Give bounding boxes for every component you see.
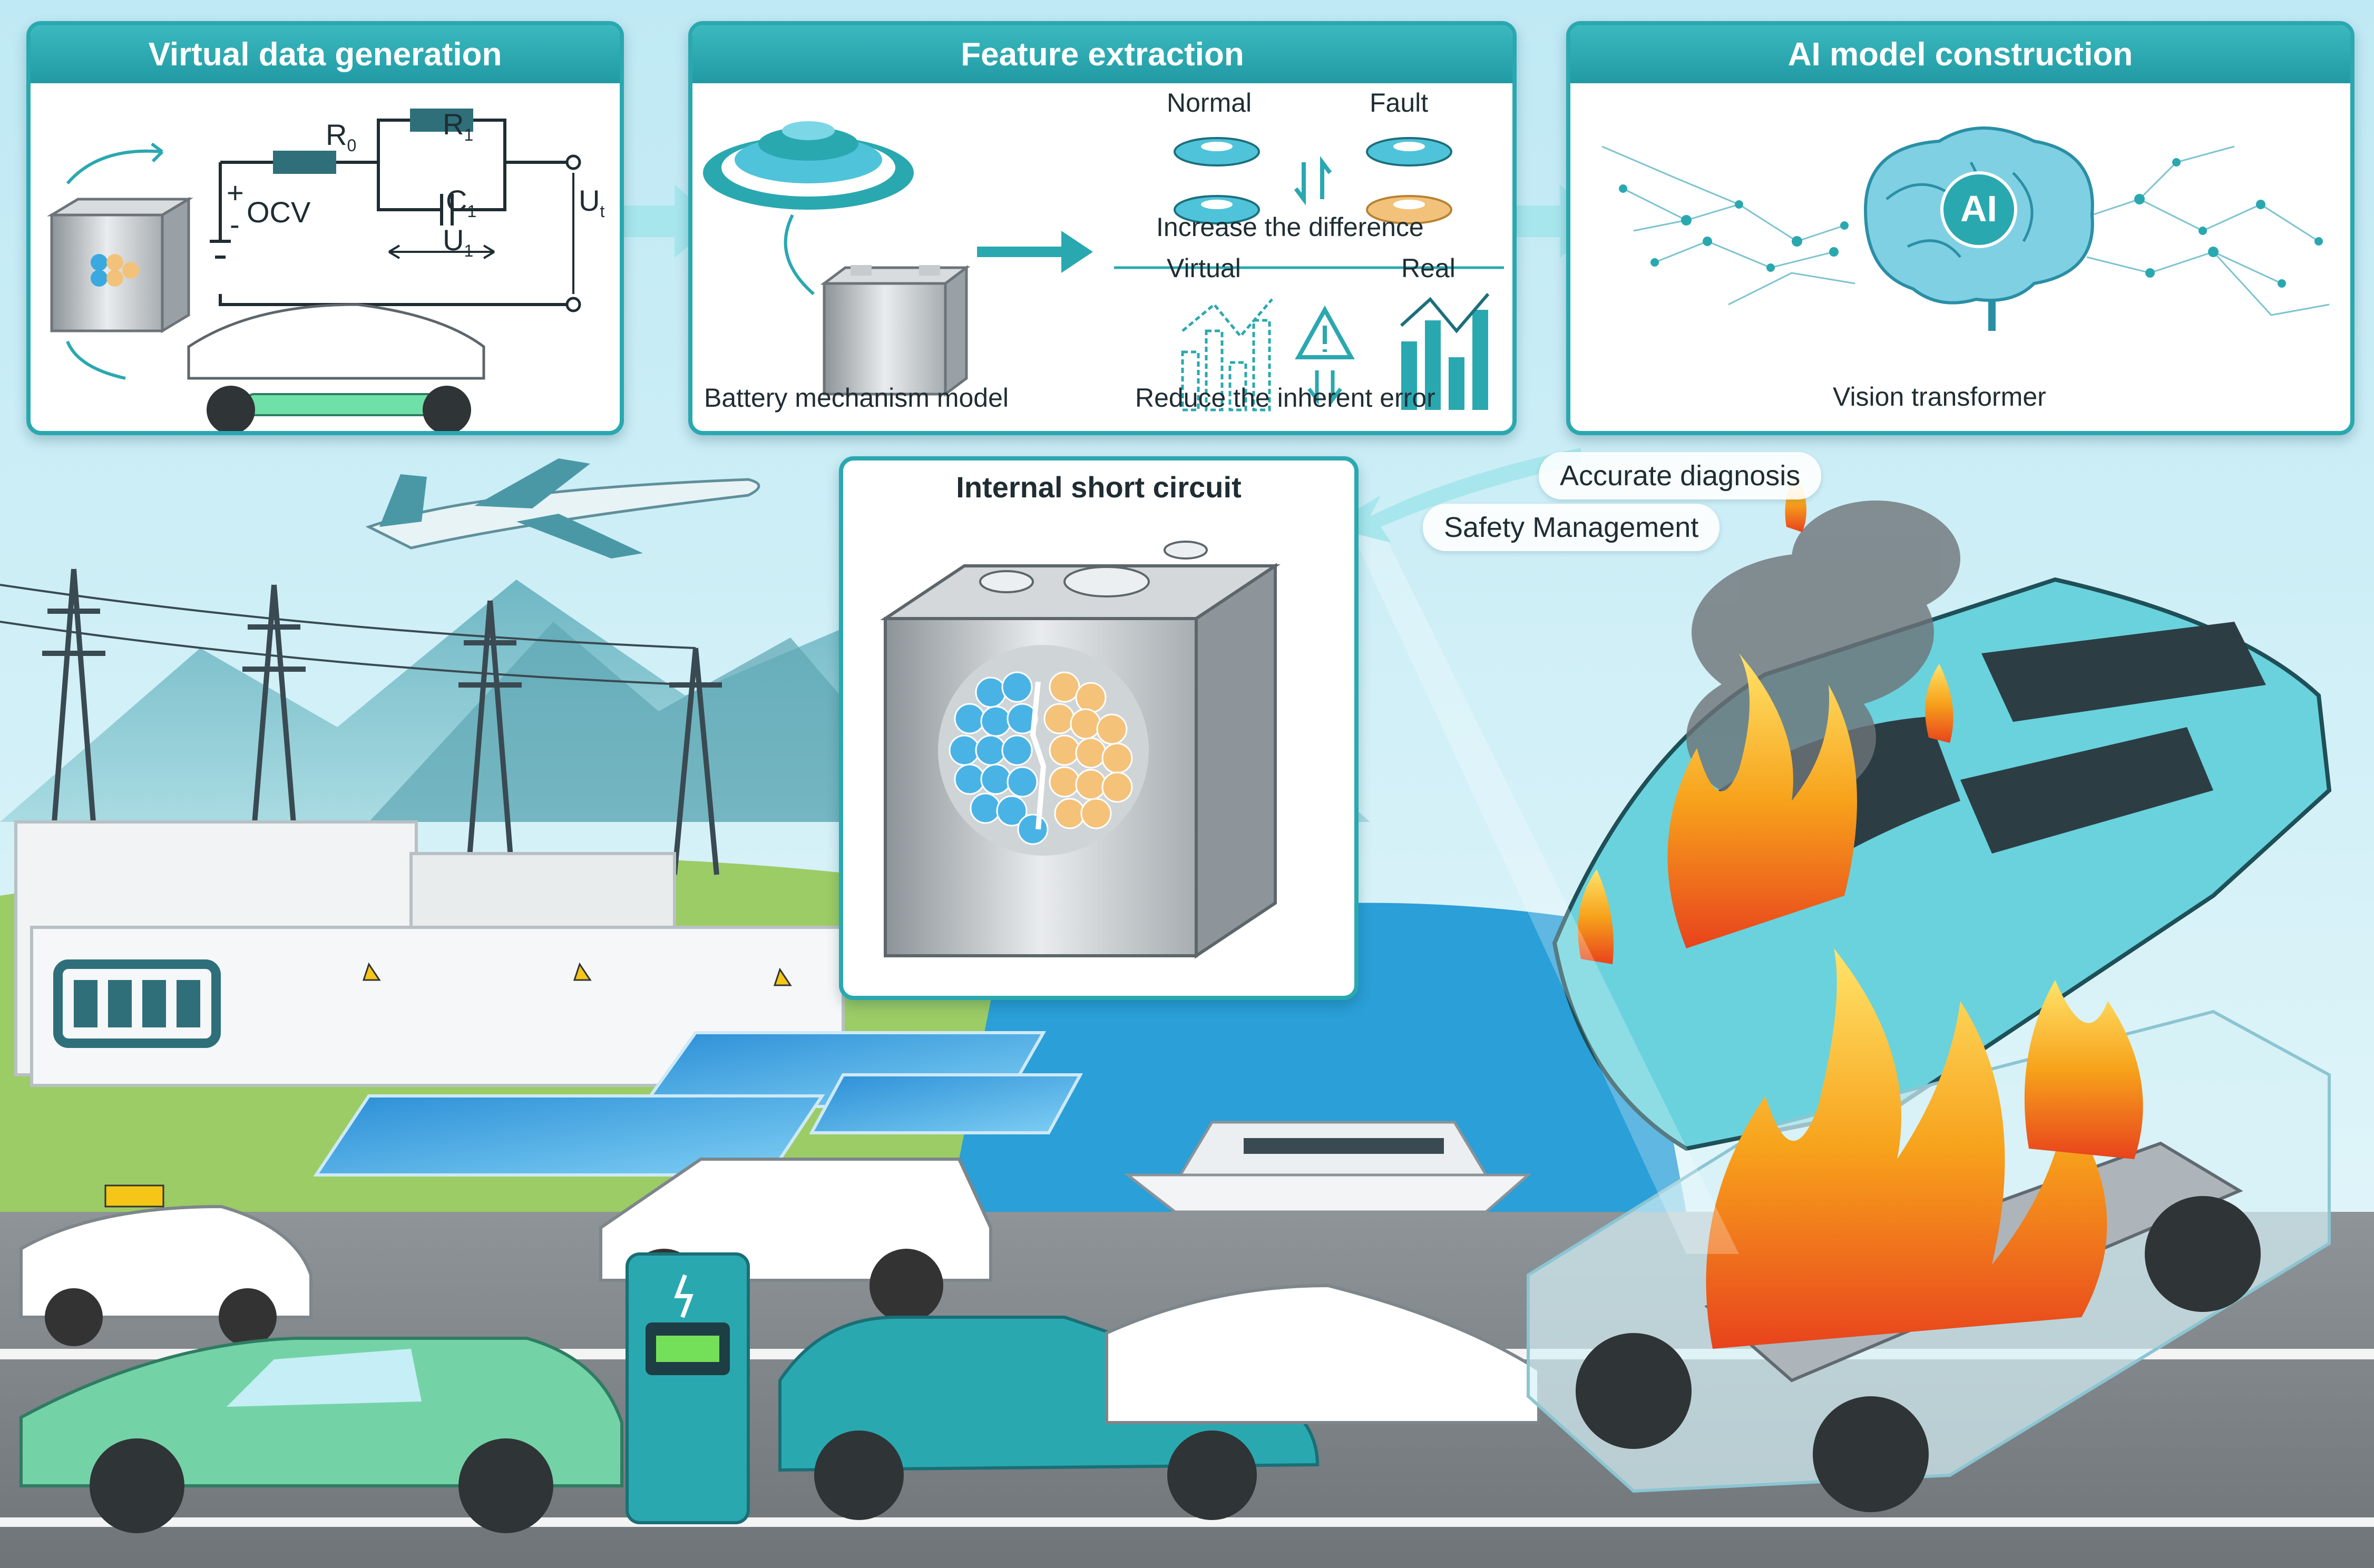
battery-model-cell-icon	[820, 265, 971, 397]
feature-graphics	[703, 121, 1504, 411]
label-r0: R0	[326, 118, 357, 155]
solar-panels	[313, 1031, 1083, 1177]
label-fault: Fault	[1370, 88, 1429, 117]
label-plus: +	[227, 176, 244, 209]
label-u1: U1	[443, 223, 474, 261]
normal-ring-icon	[1174, 137, 1260, 224]
feature-extraction-title: Feature extraction	[692, 25, 1512, 83]
zoom-funnel	[1349, 527, 1739, 1254]
arrow-ai-to-isc	[1328, 448, 1581, 543]
particle-cluster	[938, 645, 1149, 856]
label-increase-difference: Increase the difference	[1156, 212, 1424, 242]
label-ocv: OCV	[247, 195, 311, 229]
isc-battery-graphic	[880, 541, 1281, 959]
brain-icon	[1863, 126, 2094, 331]
battery-cell-icon	[46, 197, 194, 334]
isc-title: Internal short circuit	[956, 471, 1242, 504]
flames	[1578, 474, 2143, 1349]
teal-minivan	[778, 1316, 1320, 1520]
ai-model-title: AI model construction	[1570, 25, 2350, 83]
swap-arrows-icon	[1294, 156, 1332, 205]
ai-label: AI	[1960, 188, 1997, 229]
warning-icon	[1295, 305, 1355, 405]
charging-station	[626, 1252, 750, 1524]
label-real: Real	[1401, 253, 1455, 283]
label-vision-transformer: Vision transformer	[1833, 382, 2046, 411]
taxi	[19, 1184, 312, 1346]
equivalent-circuit	[46, 109, 581, 431]
real-chart-icon	[1400, 293, 1490, 410]
electrode-stack-icon	[703, 121, 914, 210]
label-reduce-error: Reduce the inherent error	[1135, 383, 1435, 413]
safety-management-callout: Safety Management	[1423, 504, 1720, 551]
label-c1: C1	[446, 184, 477, 221]
label-minus: -	[230, 208, 240, 241]
green-car	[19, 1337, 623, 1533]
white-sedan	[1105, 1283, 1540, 1424]
neural-network-graphic	[1601, 126, 2330, 331]
yacht	[1124, 1121, 1532, 1213]
feature-extraction-panel: Feature extraction	[688, 21, 1517, 435]
label-battery-model: Battery mechanism model	[704, 383, 1009, 413]
ai-model-panel: AI model construction AI Vision transfor…	[1566, 21, 2355, 435]
label-virtual: Virtual	[1167, 253, 1241, 283]
label-r1: R1	[443, 107, 474, 145]
virtual-chart-icon	[1181, 298, 1273, 411]
label-normal: Normal	[1167, 88, 1252, 117]
power-towers	[0, 569, 722, 875]
internal-short-circuit-panel: Internal short circuit	[839, 456, 1359, 1000]
virtual-data-panel: Virtual data generation R0 R1	[26, 21, 624, 435]
accurate-diagnosis-callout: Accurate diagnosis	[1539, 452, 1822, 499]
ev-car-icon	[187, 303, 485, 431]
fault-ring-icon	[1366, 137, 1452, 224]
virtual-data-title: Virtual data generation	[31, 25, 620, 83]
label-ut: Ut	[579, 184, 605, 221]
airplane	[365, 458, 760, 558]
